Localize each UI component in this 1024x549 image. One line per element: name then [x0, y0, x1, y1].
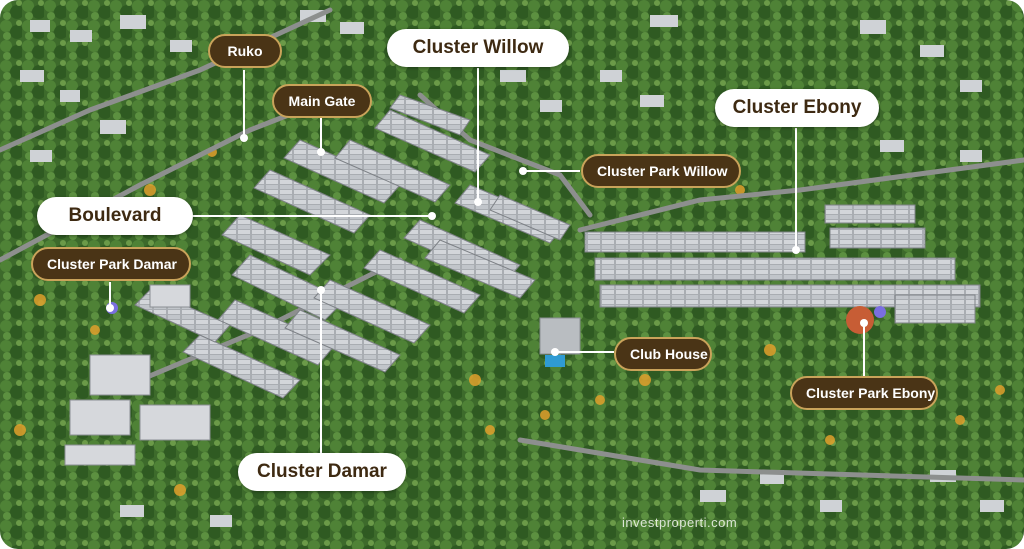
cluster-park-damar-blocks: [64, 284, 211, 466]
label-boulevard: Boulevard: [37, 197, 193, 235]
label-cluster-park-damar: Cluster Park Damar: [31, 247, 191, 281]
label-cluster-damar: Cluster Damar: [238, 453, 406, 491]
village-roofs: [20, 10, 1004, 527]
label-connectors: [109, 68, 865, 455]
connector-dots: [106, 134, 868, 356]
label-ruko: Ruko: [208, 34, 282, 68]
label-cluster-park-ebony: Cluster Park Ebony: [790, 376, 938, 410]
cluster-ebony-blocks: [584, 204, 981, 324]
label-cluster-ebony: Cluster Ebony: [715, 89, 879, 127]
label-cluster-park-willow: Cluster Park Willow: [581, 154, 741, 188]
label-club-house: Club House: [614, 337, 712, 371]
label-main-gate: Main Gate: [272, 84, 372, 118]
club-house-building: [539, 317, 581, 367]
label-cluster-willow: Cluster Willow: [387, 29, 569, 67]
watermark: investproperti.com: [622, 515, 738, 530]
cluster-willow-blocks: [334, 94, 571, 299]
park-ebony-garden: [846, 306, 886, 334]
